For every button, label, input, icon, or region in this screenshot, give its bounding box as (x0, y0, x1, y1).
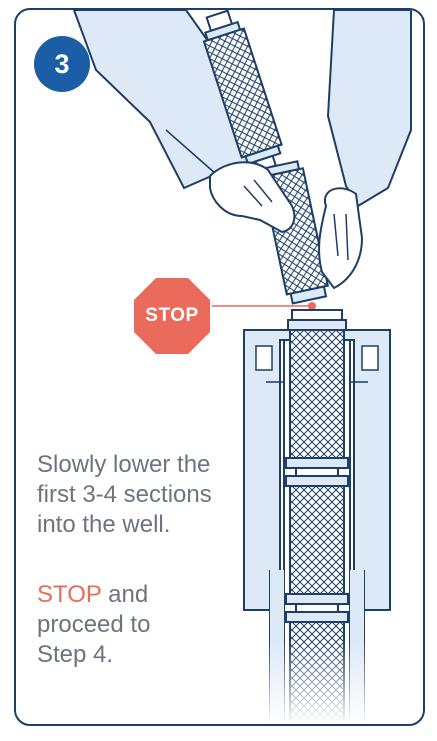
instruction-card: 3 STOP Slowly lower the first 3-4 sectio… (14, 8, 425, 726)
instruction-lower-sections: Slowly lower the first 3-4 sections into… (37, 451, 212, 538)
instruction-proceed-text: and proceed to Step 4. (37, 581, 151, 668)
step-number-badge: 3 (34, 36, 90, 92)
right-sleeve (326, 10, 412, 208)
instruction-stop-word: STOP (37, 581, 102, 608)
instruction-stop-proceed: STOP and proceed to Step 4. (37, 580, 177, 670)
stop-sign-label: STOP (145, 305, 199, 326)
left-hand (209, 161, 296, 234)
illustration (72, 10, 412, 724)
stop-sign-icon (134, 278, 210, 354)
right-hand (318, 187, 364, 290)
stop-pointer-dot (308, 302, 316, 310)
